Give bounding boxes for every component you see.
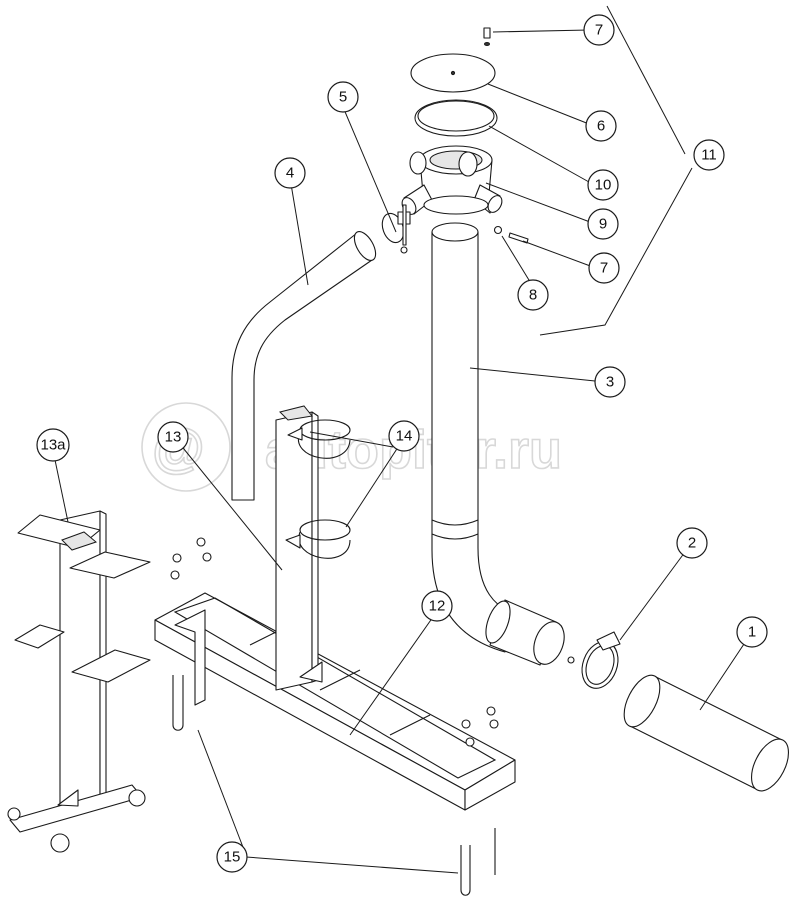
- callout-11-label: 11: [701, 147, 717, 164]
- callout-8: 8: [517, 279, 549, 311]
- part-15-u-bolts: [172, 675, 496, 896]
- callout-12-label: 12: [429, 598, 446, 615]
- part-13a-stand: [7, 510, 151, 853]
- callout-9-label: 9: [599, 216, 607, 233]
- part-2-clamp: [567, 631, 621, 689]
- callout-13-label: 13: [165, 429, 182, 446]
- callout-7-right: 7: [588, 252, 620, 284]
- callout-5-label: 5: [339, 89, 347, 106]
- callout-7-right-label: 7: [600, 260, 608, 277]
- part-4-bent-pipe: [231, 231, 377, 501]
- part-13-bracket: [275, 405, 323, 691]
- callout-14-label: 14: [396, 428, 413, 445]
- callout-8-label: 8: [529, 287, 537, 304]
- callout-2: 2: [676, 527, 708, 559]
- callout-1-label: 1: [748, 624, 756, 641]
- part-8-nut-and-bolt: [493, 225, 529, 244]
- callout-6: 6: [585, 110, 617, 142]
- callout-9: 9: [587, 208, 619, 240]
- callout-13a: 13a: [36, 428, 70, 462]
- callout-14: 14: [388, 420, 420, 452]
- callout-10: 10: [587, 169, 619, 201]
- callout-5: 5: [327, 81, 359, 113]
- callout-2-label: 2: [688, 535, 696, 552]
- part-14-clamps: [285, 419, 351, 559]
- callout-12: 12: [421, 590, 453, 622]
- callout-15-label: 15: [224, 849, 241, 866]
- callout-6-label: 6: [597, 118, 605, 135]
- part-3-exhaust-pipe: [431, 222, 565, 666]
- callout-3: 3: [594, 366, 626, 398]
- small-nuts: [170, 537, 499, 747]
- callout-4: 4: [274, 157, 306, 189]
- watermark: @ autopiter.ru: [141, 402, 563, 492]
- part-10-gasket: [414, 99, 498, 137]
- callout-3-label: 3: [606, 374, 614, 391]
- callout-13a-label: 13a: [40, 437, 66, 454]
- part-12-frame: [154, 592, 516, 811]
- callout-15: 15: [216, 841, 248, 873]
- callout-7-top-label: 7: [595, 22, 603, 39]
- part-9-cross-housing: [401, 145, 503, 215]
- callout-13: 13: [157, 421, 189, 453]
- callout-11: 11: [693, 139, 725, 171]
- callout-4-label: 4: [286, 165, 294, 182]
- part-6-cover-plate: [410, 53, 496, 93]
- part-1-pipe: [623, 674, 789, 792]
- callout-1: 1: [736, 616, 768, 648]
- callout-10-label: 10: [595, 177, 612, 194]
- leader-lines: [54, 5, 753, 874]
- part-5-clamp: [381, 204, 411, 254]
- callout-7-top: 7: [583, 14, 615, 46]
- part-7-top-screw: [483, 27, 491, 46]
